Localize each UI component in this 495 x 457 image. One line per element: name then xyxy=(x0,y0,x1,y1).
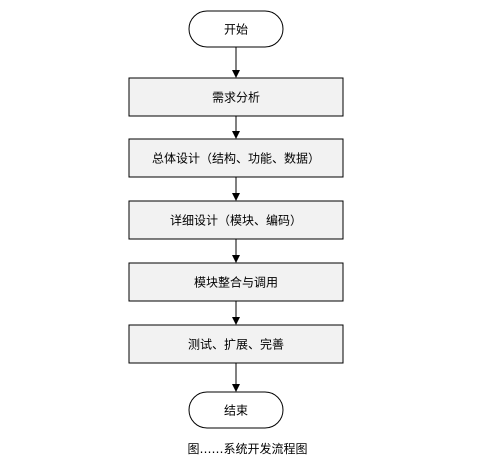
flowchart-node-label: 详细设计（模块、编码） xyxy=(170,213,302,228)
flowchart-node-detailed-design: 详细设计（模块、编码） xyxy=(128,200,344,240)
process-box xyxy=(128,324,344,364)
flowchart-node-overall-design: 总体设计（结构、功能、数据） xyxy=(128,138,344,178)
process-box xyxy=(128,200,344,240)
flowchart-node-integration: 模块整合与调用 xyxy=(128,262,344,302)
flowchart-node-end: 结束 xyxy=(188,391,284,429)
process-box xyxy=(128,138,344,178)
process-box xyxy=(128,262,344,302)
flowchart-node-label: 开始 xyxy=(224,23,248,37)
flowchart-node-label: 总体设计（结构、功能、数据） xyxy=(152,151,320,166)
flowchart-node-start: 开始 xyxy=(188,10,284,48)
flowchart-node-testing: 测试、扩展、完善 xyxy=(128,324,344,364)
process-box xyxy=(128,77,344,117)
terminal-shape xyxy=(188,391,284,429)
flowchart-node-label: 测试、扩展、完善 xyxy=(188,337,284,352)
flowchart-node-requirements: 需求分析 xyxy=(128,77,344,117)
flowchart-node-label: 模块整合与调用 xyxy=(194,275,278,290)
flowchart-node-label: 结束 xyxy=(224,404,248,418)
terminal-shape xyxy=(188,10,284,48)
flowchart-node-label: 需求分析 xyxy=(212,91,260,105)
